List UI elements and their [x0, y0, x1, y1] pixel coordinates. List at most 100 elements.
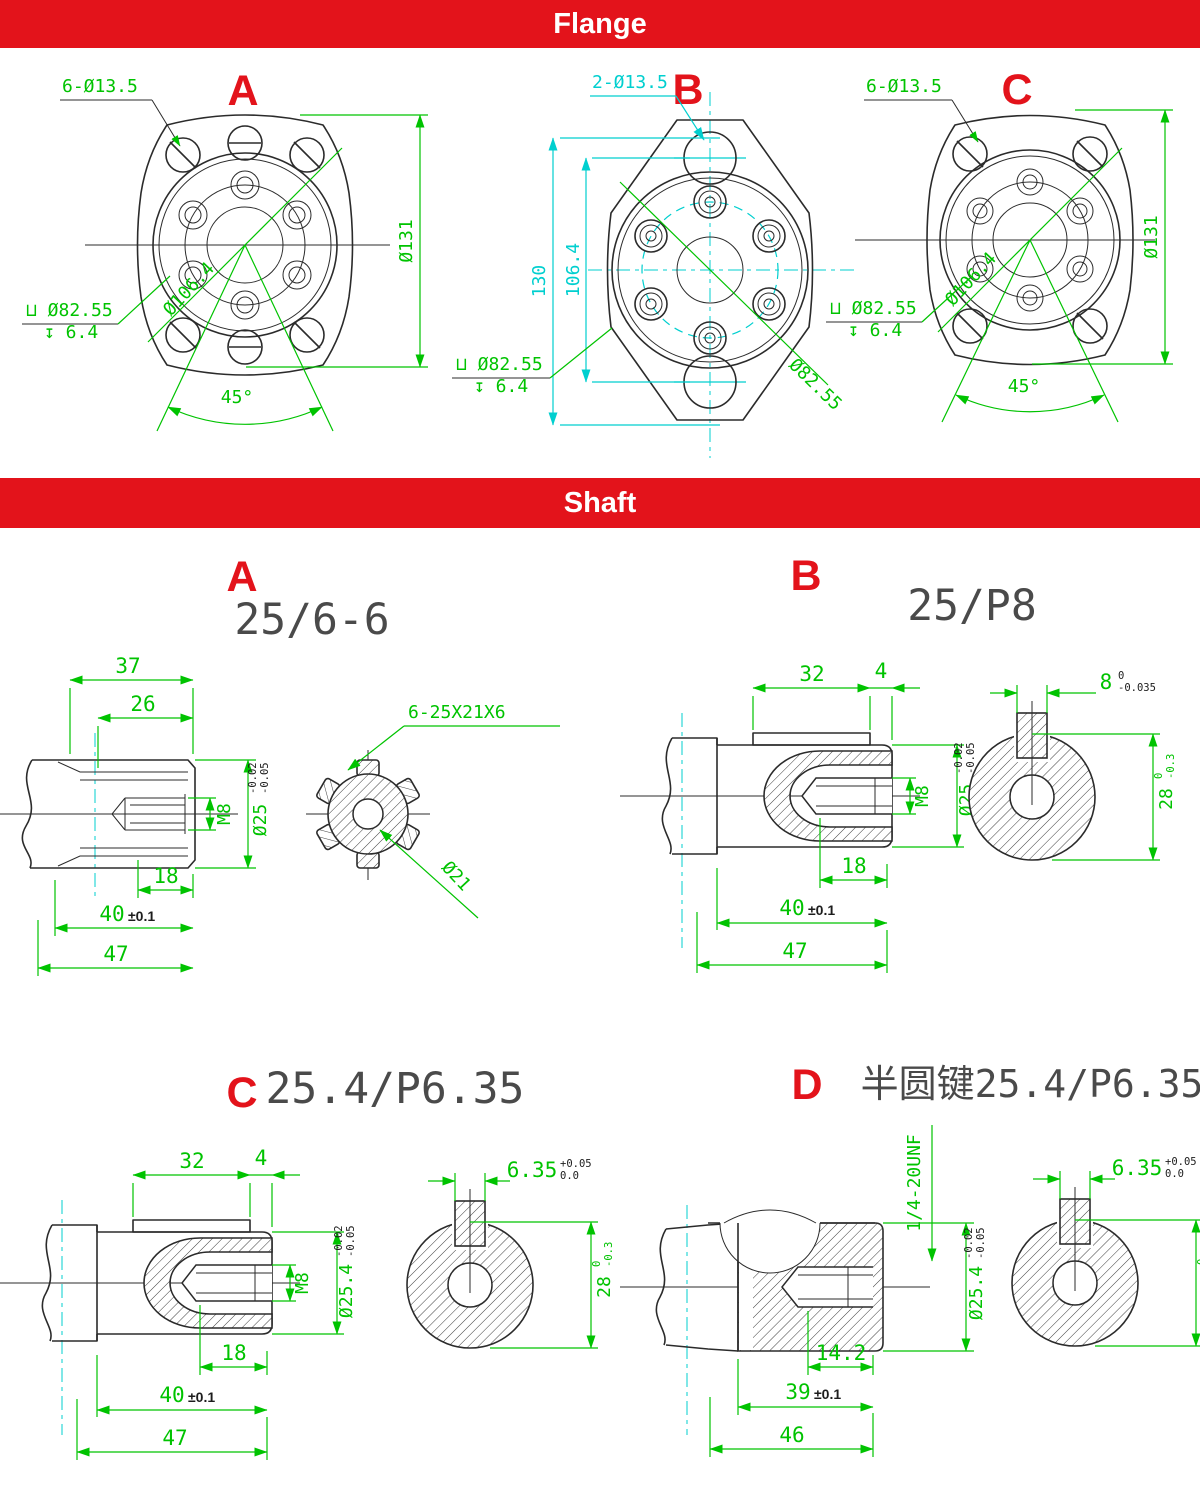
flange-c-od-label: Ø131: [1141, 215, 1162, 258]
dim-key-hi: 0: [1118, 670, 1124, 682]
flange-c-spigot-depth-label: ↧ 6.4: [848, 320, 902, 341]
dim-40: 40: [99, 902, 124, 926]
flange-b-spigot-depth-label: ↧ 6.4: [474, 376, 528, 397]
dim-4: 4: [875, 659, 888, 683]
dim-dia-hi: -0.02: [247, 762, 259, 794]
dim-32: 32: [179, 1149, 204, 1173]
flange-a-spigot-label: ⊔ Ø82.55: [26, 300, 113, 321]
dim-m8: M8: [214, 803, 235, 825]
flange-a-holes-label: 6-Ø13.5: [62, 76, 138, 97]
dim-key: 6.35: [1112, 1156, 1163, 1180]
flange-c-drawing: C Ø106.4: [826, 66, 1173, 423]
dim-18: 18: [153, 864, 178, 888]
dim-142: 14.2: [816, 1341, 867, 1365]
dim-dia-lo: -0.05: [259, 762, 271, 794]
dim-37: 37: [115, 654, 140, 678]
dim-key: 6.35: [507, 1158, 558, 1182]
flange-b-spigot-label: ⊔ Ø82.55: [456, 354, 543, 375]
shaft-d-drawing: D 半圆键25.4/P6.35 1/4-20UNF Ø25.4 -0.02 -: [620, 1061, 1200, 1457]
flange-a-angle-label: 45°: [221, 387, 254, 408]
flange-c-angle-label: 45°: [1008, 376, 1041, 397]
dim-dia: Ø25.4: [336, 1264, 357, 1318]
shaft-d-side-view: [620, 1173, 930, 1435]
shaft-banner-label: Shaft: [563, 486, 637, 519]
flange-b-holes-label: 2-Ø13.5: [592, 72, 668, 93]
shaft-d-end-view: 6.35 +0.05 0.0 28 0 -0.3: [1011, 1156, 1200, 1347]
flange-banner: Flange: [0, 0, 1200, 48]
shaft-c-dims: 32 4 18 40 ±0.1 47 M8 Ø25.4 -0.02 -0.05: [76, 1146, 357, 1460]
flange-a-drawing: A: [22, 67, 428, 432]
shaft-d-letter: D: [791, 1061, 822, 1109]
dim-end-hi: 0: [1153, 773, 1165, 779]
dim-39: 39: [785, 1380, 810, 1404]
dim-26: 26: [130, 692, 155, 716]
dim-end: 28: [1156, 788, 1177, 810]
shaft-c-side-view: [0, 1200, 300, 1435]
shaft-d-dims: 1/4-20UNF Ø25.4 -0.02 -0.05 14.2 39 ±0.1…: [709, 1125, 987, 1457]
flange-a-letter: A: [227, 67, 258, 115]
dim-m8: M8: [292, 1272, 313, 1294]
dim-46: 46: [779, 1423, 804, 1447]
shaft-b-drawing: B 25/P8 32 4 18 4: [620, 552, 1177, 973]
shaft-b-dims: 32 4 18 40 ±0.1 47 M8 Ø25 -0.02 -0.05: [696, 659, 977, 973]
dim-end: 28: [594, 1276, 615, 1298]
dim-key-lo: 0.0: [1165, 1168, 1184, 1180]
flange-a-body: Ø106.4 45°: [85, 114, 390, 432]
flange-b-body: Ø82.55: [588, 92, 858, 458]
dim-47: 47: [103, 942, 128, 966]
shaft-banner: Shaft: [0, 478, 1200, 528]
shaft-b-end-view: 8 0 -0.035 28 0 -0.3: [968, 670, 1177, 861]
dim-dia-lo: -0.05: [975, 1227, 987, 1259]
dim-m8: M8: [912, 785, 933, 807]
flange-b-height-label: 130: [529, 265, 550, 298]
dim-47: 47: [782, 939, 807, 963]
flange-c-bolt-circle-label: Ø106.4: [941, 248, 1001, 310]
dim-dia: Ø25.4: [966, 1266, 987, 1320]
flange-c-spigot-label: ⊔ Ø82.55: [830, 298, 917, 319]
dim-40-tol: ±0.1: [188, 1389, 215, 1405]
dim-40-tol: ±0.1: [808, 902, 835, 918]
shaft-a-dims: 37 26 M8 Ø25 -0.02 -0.05 18 40 ±0.1 47: [37, 654, 271, 976]
shaft-c-title: 25.4/P6.35: [266, 1064, 525, 1114]
dim-end-hi: 0: [1196, 1259, 1200, 1265]
shaft-a-side-view: [0, 733, 238, 898]
dim-39-tol: ±0.1: [814, 1386, 841, 1402]
shaft-a-spline-dia-label: Ø21: [437, 857, 475, 895]
dim-dia-hi: -0.02: [333, 1225, 345, 1257]
shaft-b-letter: B: [790, 552, 821, 600]
dim-key-hi: +0.05: [560, 1158, 592, 1170]
dim-end-hi: 0: [591, 1261, 603, 1267]
shaft-a-spline-label: 6-25X21X6: [408, 702, 506, 723]
flange-b-letter: B: [672, 66, 703, 114]
dim-32: 32: [799, 662, 824, 686]
shaft-b-title: 25/P8: [907, 581, 1036, 631]
dim-40-tol: ±0.1: [128, 908, 155, 924]
shaft-c-end-view: 6.35 +0.05 0.0 28 0 -0.3: [406, 1158, 615, 1349]
shaft-a-title: 25/6-6: [234, 595, 389, 645]
shaft-c-drawing: C 25.4/P6.35 32 4 18: [0, 1064, 615, 1460]
shaft-d-title: 半圆键25.4/P6.35: [861, 1062, 1200, 1106]
dim-dia-lo: -0.05: [965, 742, 977, 774]
dim-dia-lo: -0.05: [345, 1225, 357, 1257]
dim-40: 40: [779, 896, 804, 920]
shaft-b-side-view: [620, 713, 920, 948]
shaft-c-letter: C: [226, 1069, 257, 1117]
flange-banner-label: Flange: [553, 7, 647, 40]
dim-end-lo: -0.3: [603, 1242, 615, 1267]
flange-c-holes-label: 6-Ø13.5: [866, 76, 942, 97]
flange-c-letter: C: [1001, 66, 1032, 114]
dim-18: 18: [841, 854, 866, 878]
dim-key: 8: [1100, 670, 1113, 694]
dim-thread: 1/4-20UNF: [904, 1134, 925, 1232]
flange-b-drawing: B Ø82.55: [452, 66, 858, 458]
dim-key-hi: +0.05: [1165, 1156, 1197, 1168]
dim-dia-hi: -0.02: [953, 742, 965, 774]
shaft-a-letter: A: [226, 553, 257, 601]
flange-a-od-label: Ø131: [396, 219, 417, 262]
dim-dia: Ø25: [250, 804, 271, 837]
dim-47: 47: [162, 1426, 187, 1450]
dim-40: 40: [159, 1383, 184, 1407]
dim-4: 4: [255, 1146, 268, 1170]
dim-18: 18: [221, 1341, 246, 1365]
